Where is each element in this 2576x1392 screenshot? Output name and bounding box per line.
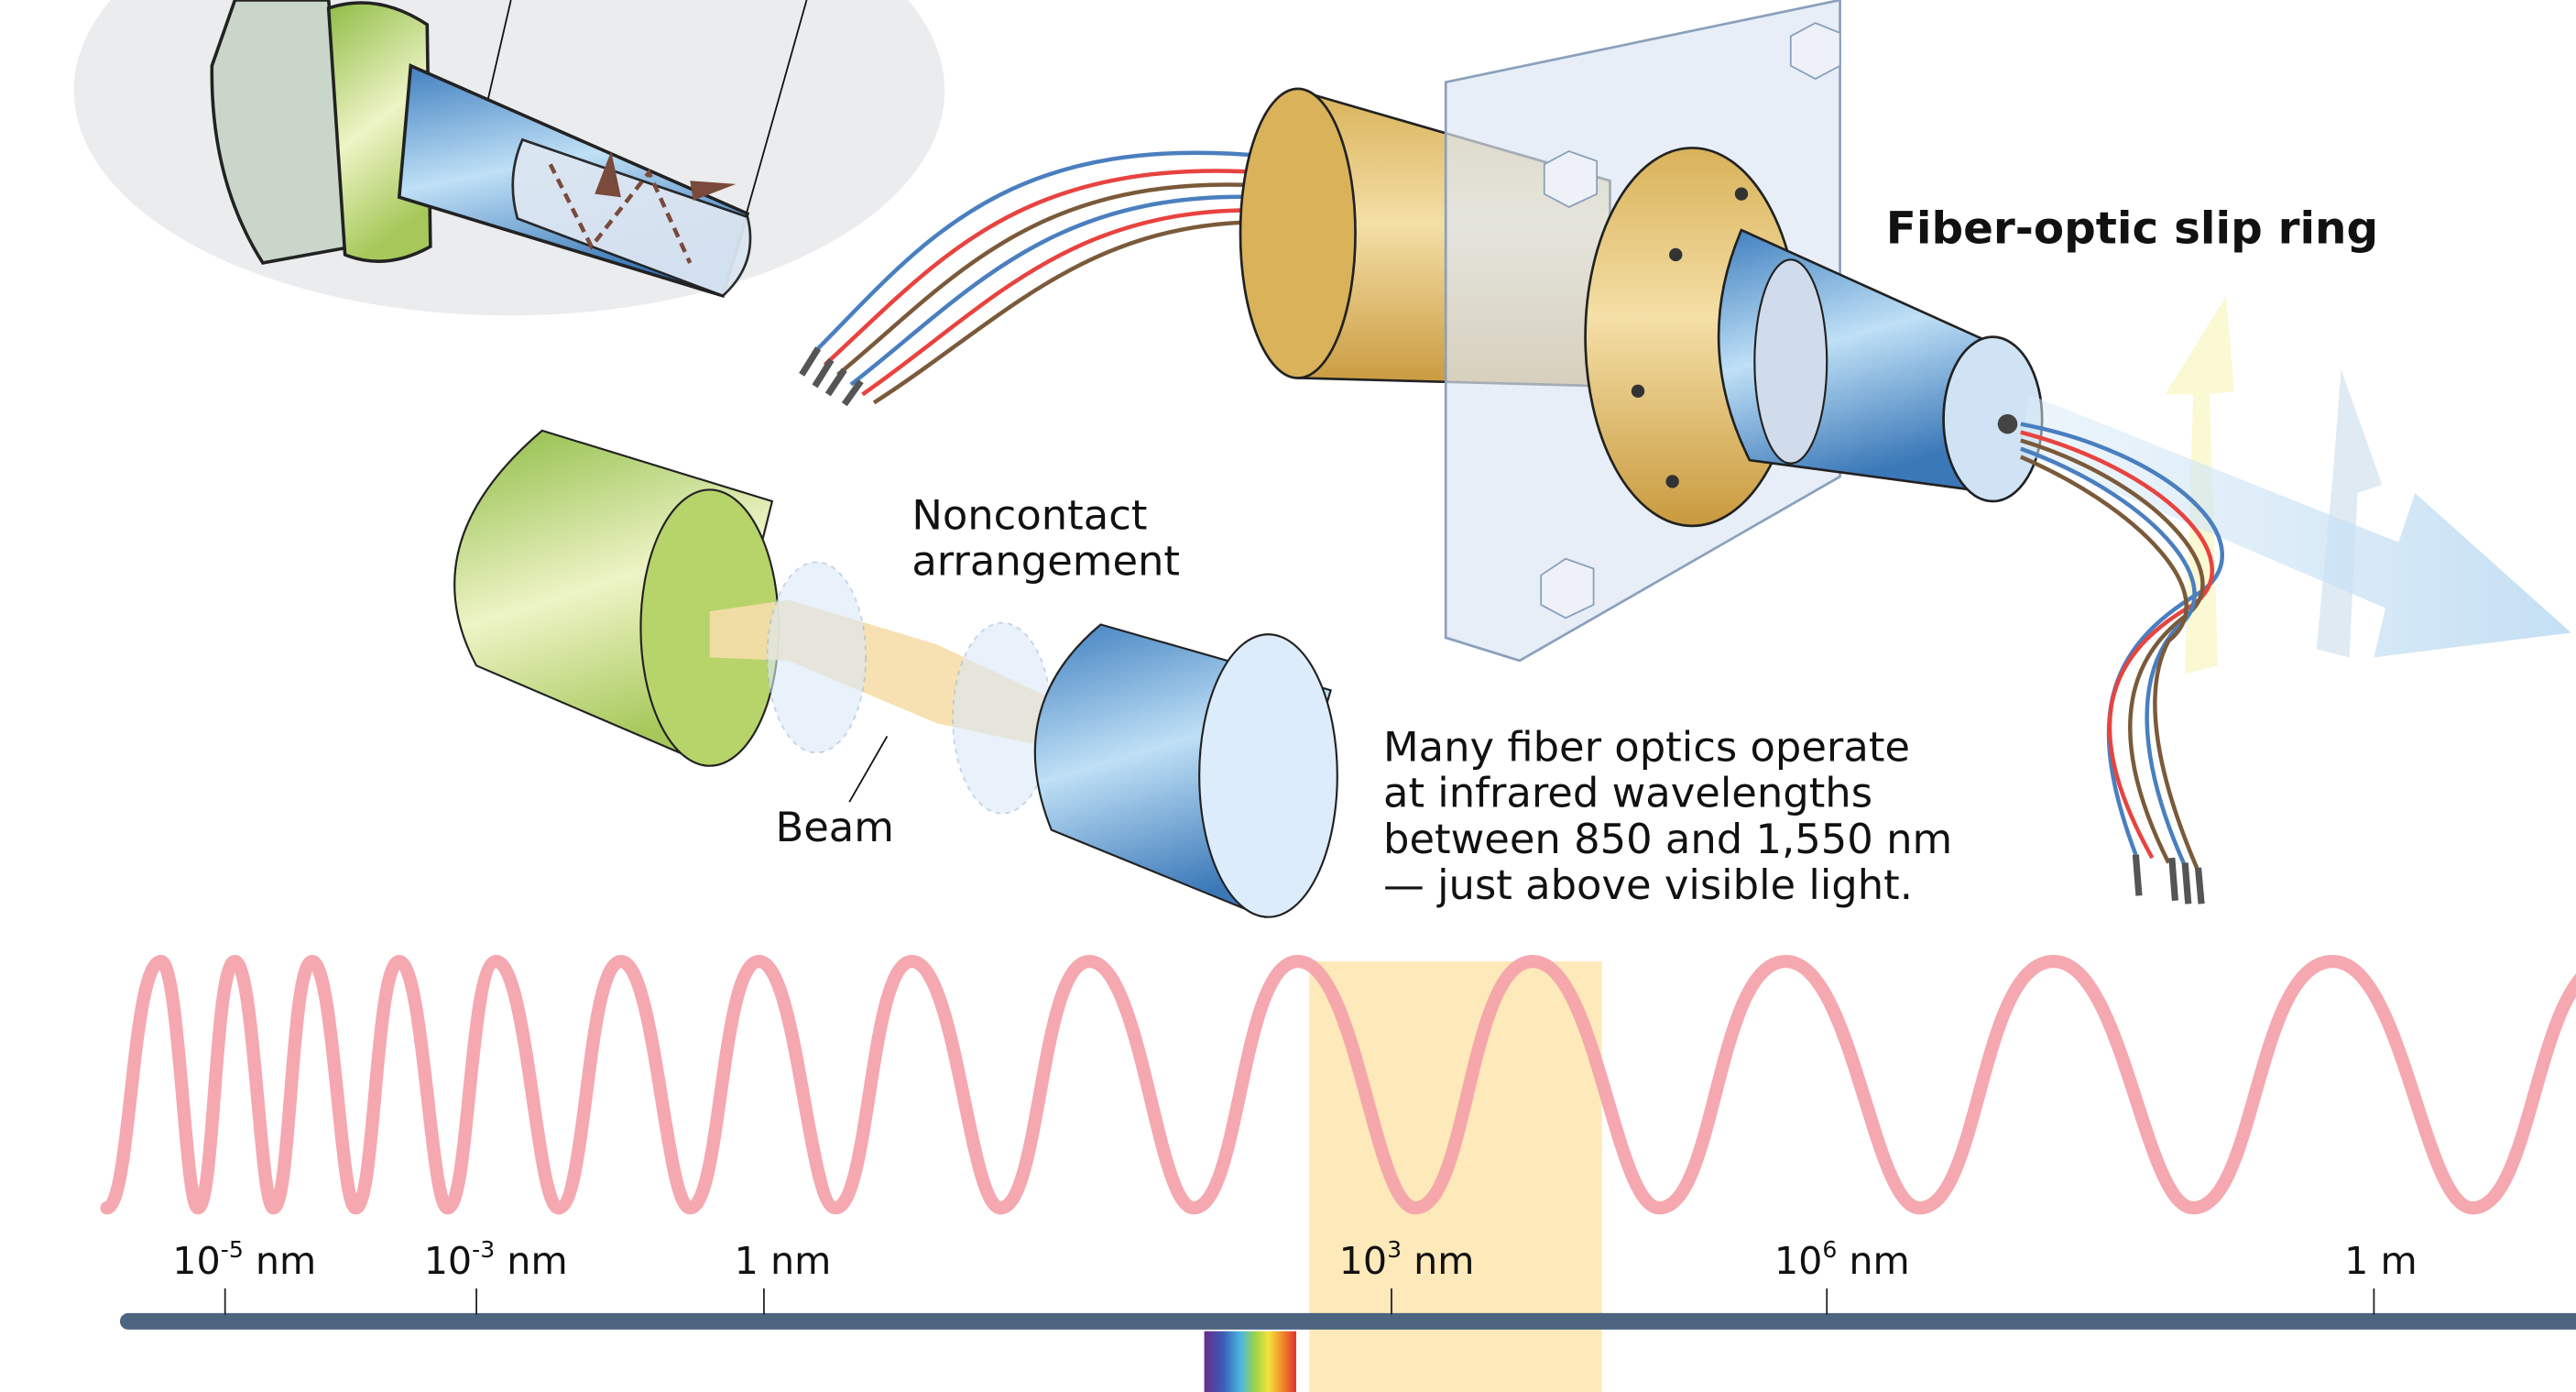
light-ray-path — [548, 163, 693, 264]
leader-line — [485, 0, 512, 107]
svg-text:Many fiber optics operate: Many fiber optics operate — [1383, 722, 1910, 771]
cable-jacket — [210, 0, 355, 265]
bolt-head-icon — [1543, 150, 1599, 208]
slip-ring — [1239, 0, 2044, 663]
tick-label: 1 m — [2344, 1239, 2418, 1283]
spectrum-axis — [119, 1312, 2576, 1330]
tick-label: 10-3 nm — [424, 1236, 568, 1283]
leader-line — [848, 735, 889, 803]
bolt-head-icon — [1789, 22, 1841, 81]
bolt-head-icon — [1540, 557, 1595, 619]
noncontact-label: Noncontact — [911, 490, 1147, 539]
svg-text:between 850 and 1,550 nm: between 850 and 1,550 nm — [1383, 815, 1952, 863]
rotation-arrow-icon — [2020, 295, 2571, 674]
lens — [766, 561, 868, 754]
output-wire-bundle — [2019, 422, 2224, 904]
svg-text:— just above visible light.: — just above visible light. — [1383, 860, 1913, 909]
input-wire-bundle — [799, 150, 1266, 407]
tick-label: 1 nm — [735, 1239, 832, 1283]
description-text: Many fiber optics operate at infrared wa… — [1383, 722, 1952, 909]
light-ray-arrow — [595, 150, 737, 201]
tick-label: 103 nm — [1339, 1236, 1475, 1283]
connector-icon — [799, 346, 864, 407]
diagram-title: Fiber-optic slip ring — [1886, 203, 2378, 254]
tick-label: 10-5 nm — [172, 1236, 316, 1283]
electromagnetic-spectrum: 10-5 nm 10-3 nm 1 nm 103 nm 106 nm 1 m — [100, 954, 2576, 1392]
wavelength-wave — [100, 954, 2576, 1215]
connector-icon — [2132, 854, 2205, 904]
tick-label: 106 nm — [1774, 1236, 1910, 1283]
svg-text:at infrared wavelengths: at infrared wavelengths — [1383, 769, 1872, 817]
fiber-core — [511, 137, 752, 298]
beam-label: Beam — [775, 803, 893, 851]
light-direction-arrow — [2020, 394, 2571, 658]
noncontact-arrangement: Noncontact arrangement Beam — [453, 429, 1338, 919]
visible-light-band — [1204, 1331, 1296, 1392]
noncontact-label: arrangement — [911, 537, 1180, 586]
lens — [952, 621, 1053, 815]
fiber-cable-inset — [73, 0, 945, 316]
